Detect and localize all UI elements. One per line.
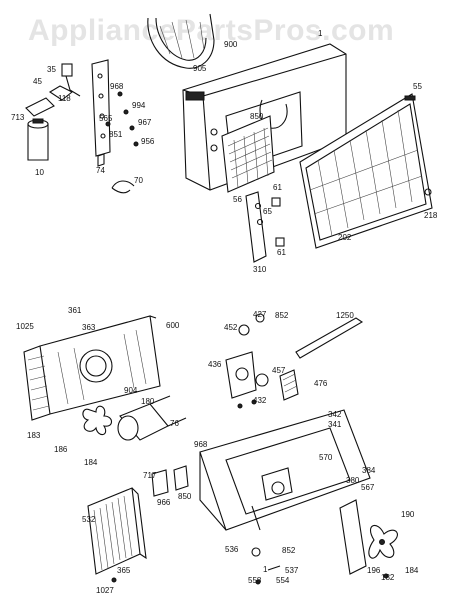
- part-label-432: 432: [253, 396, 267, 405]
- part-label-851: 851: [109, 130, 123, 139]
- screw-365: [111, 577, 117, 583]
- part-label-852: 852: [275, 311, 289, 320]
- part-label-427: 427: [253, 310, 267, 319]
- part-label-905_top: 905: [193, 64, 207, 73]
- front-grille: [299, 93, 433, 249]
- fan-motor: [117, 395, 187, 441]
- part-label-536: 536: [225, 545, 239, 554]
- part-label-904: 904: [124, 386, 138, 395]
- part-label-182: 182: [381, 573, 395, 582]
- part-label-1_b: 1: [263, 565, 268, 574]
- part-label-310: 310: [253, 265, 267, 274]
- part-label-554: 554: [276, 576, 290, 585]
- part-label-190: 190: [401, 510, 415, 519]
- part-label-558: 558: [248, 576, 262, 585]
- part-label-900: 900: [224, 40, 238, 49]
- part-label-184b: 184: [405, 566, 419, 575]
- filter: [221, 115, 275, 193]
- part-label-363: 363: [82, 323, 96, 332]
- part-label-850: 850: [250, 112, 264, 121]
- screws-top: [97, 91, 139, 167]
- part-label-570: 570: [319, 453, 333, 462]
- part-label-118: 118: [58, 94, 71, 103]
- part-label-65: 65: [263, 207, 272, 216]
- part-label-380: 380: [346, 476, 360, 485]
- screw: [424, 188, 432, 196]
- part-label-76: 76: [170, 419, 179, 428]
- part-label-567: 567: [361, 483, 375, 492]
- condenser-fan: [339, 499, 398, 575]
- switch-bracket: [91, 59, 111, 157]
- part-label-436: 436: [208, 360, 222, 369]
- part-label-184: 184: [84, 458, 98, 467]
- part-label-452: 452: [224, 323, 238, 332]
- part-label-966: 966: [157, 498, 171, 507]
- part-label-10: 10: [35, 168, 44, 177]
- part-label-967: 967: [138, 118, 152, 127]
- part-label-186: 186: [54, 445, 68, 454]
- bracket-966: [173, 465, 189, 491]
- knob: [271, 197, 285, 247]
- part-label-35: 35: [47, 65, 56, 74]
- part-label-341: 341: [328, 420, 342, 429]
- part-label-537: 537: [285, 566, 299, 575]
- base-pan: [199, 409, 371, 531]
- part-label-183: 183: [27, 431, 41, 440]
- part-label-202: 202: [338, 233, 352, 242]
- part-label-218: 218: [424, 211, 438, 220]
- part-label-968: 968: [110, 82, 124, 91]
- part-label-61b: 61: [277, 248, 286, 257]
- hardware-bottom: [251, 547, 389, 585]
- part-label-565: 565: [99, 114, 113, 123]
- part-label-70: 70: [134, 176, 143, 185]
- part-label-1250: 1250: [336, 311, 354, 320]
- fan-shroud: [147, 13, 215, 69]
- part-label-384: 384: [362, 466, 376, 475]
- part-label-1_top: 1: [318, 29, 323, 38]
- blower-fan: [82, 405, 113, 436]
- capacitor-bracket: [25, 97, 55, 117]
- thermostat: [48, 63, 81, 101]
- rail-1250: [295, 317, 364, 359]
- part-label-196: 196: [367, 566, 381, 575]
- part-label-342: 342: [328, 410, 342, 419]
- bracket-717: [151, 469, 169, 497]
- part-label-1025: 1025: [16, 322, 34, 331]
- part-label-55: 55: [413, 82, 422, 91]
- part-label-600: 600: [166, 321, 180, 330]
- part-label-74: 74: [96, 166, 105, 175]
- part-label-968b: 968: [194, 440, 208, 449]
- part-label-457: 457: [272, 366, 286, 375]
- compressor-parts: [225, 313, 299, 409]
- part-label-717: 717: [143, 471, 157, 480]
- part-label-956: 956: [141, 137, 155, 146]
- part-label-361: 361: [68, 306, 82, 315]
- part-label-56: 56: [233, 195, 242, 204]
- part-label-994: 994: [132, 101, 146, 110]
- part-label-61a: 61: [273, 183, 282, 192]
- part-label-365: 365: [117, 566, 131, 575]
- part-label-713: 713: [11, 113, 25, 122]
- control-bracket: [245, 191, 267, 263]
- part-label-852b: 852: [282, 546, 296, 555]
- part-label-532: 532: [82, 515, 96, 524]
- power-cord: [111, 180, 135, 194]
- condenser-coil: [87, 487, 147, 575]
- part-label-180: 180: [141, 397, 155, 406]
- part-label-850b: 850: [178, 492, 192, 501]
- part-label-45: 45: [33, 77, 42, 86]
- part-label-1027: 1027: [96, 586, 114, 595]
- capacitor: [27, 118, 49, 161]
- base-housing: [23, 315, 161, 421]
- part-label-476: 476: [314, 379, 328, 388]
